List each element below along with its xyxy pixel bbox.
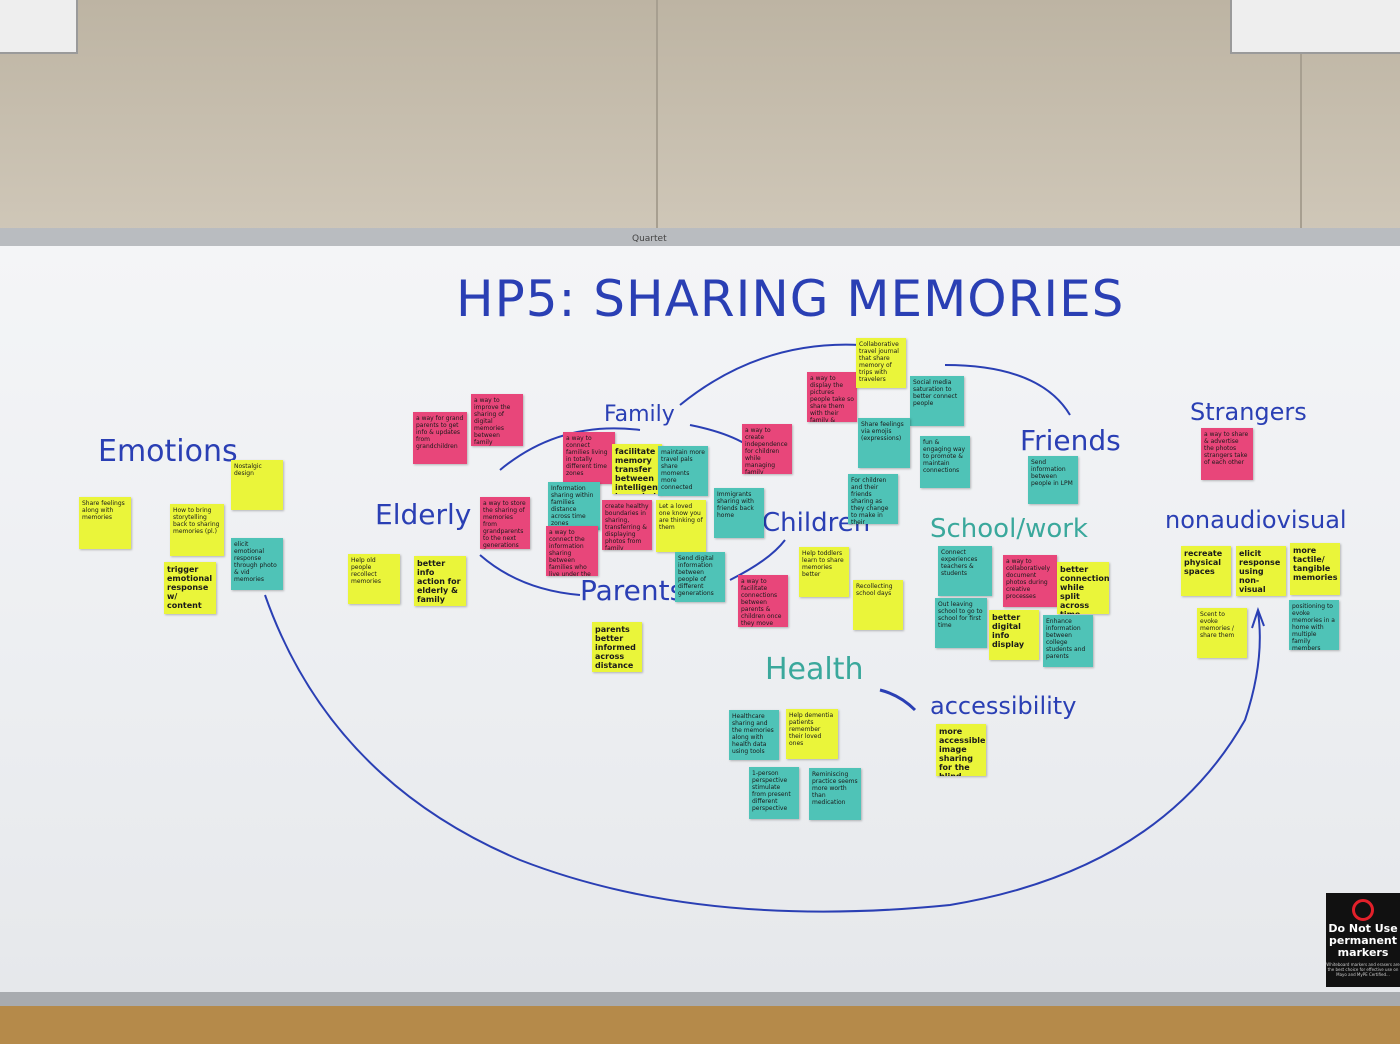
whiteboard-surface <box>0 246 1400 992</box>
sticky-note: Send information between people in LPM <box>1028 456 1078 504</box>
sticky-note: create healthy boundaries in sharing, tr… <box>602 500 652 550</box>
sticky-note: Scent to evoke memories / share them <box>1197 608 1247 658</box>
floor-strip <box>0 1006 1400 1044</box>
marker-tray <box>0 992 1400 1006</box>
sticky-note: 1-person perspective stimulate from pres… <box>749 767 799 819</box>
sign-heading: Do Not Use permanent markers <box>1328 922 1398 959</box>
sticky-note: For children and their friends sharing a… <box>848 474 898 524</box>
sticky-note: Social media saturation to better connec… <box>910 376 964 426</box>
label-accessibility: accessibility <box>930 692 1077 720</box>
sticky-note: a way to connect families living in tota… <box>563 432 615 484</box>
sticky-note: facilitate memory transfer between intel… <box>612 444 662 494</box>
sticky-note: parents better informed across distance <box>592 622 642 672</box>
sticky-note: more accessible image sharing for the bl… <box>936 724 986 776</box>
sticky-note: a way to create independence for childre… <box>742 424 792 474</box>
sign-fine-print: Whiteboard markers and erasers are the b… <box>1326 962 1400 977</box>
sticky-note: Send digital information between people … <box>675 552 725 602</box>
sticky-note: a way to connect the information sharing… <box>546 526 598 576</box>
label-parents: Parents <box>580 574 685 607</box>
sticky-note: elicit emotional response through photo … <box>231 538 283 590</box>
no-marker-icon <box>1352 899 1374 921</box>
label-family: Family <box>604 402 675 427</box>
ceiling-light-left <box>0 0 78 54</box>
sticky-note: trigger emotional response w/ content <box>164 562 216 614</box>
sticky-note: Collaborative travel journal that share … <box>856 338 906 388</box>
sticky-note: better info action for elderly & family <box>414 556 466 606</box>
sticky-note: recreate physical spaces <box>1181 546 1231 596</box>
label-friends: Friends <box>1020 424 1121 457</box>
label-strangers: Strangers <box>1190 398 1307 426</box>
sticky-note: Help old people recollect memories <box>348 554 400 604</box>
label-emotions: Emotions <box>98 434 238 469</box>
sticky-note: Enhance information between college stud… <box>1043 615 1093 667</box>
sticky-note: Healthcare sharing and the memories alon… <box>729 710 779 760</box>
brand-label: Quartet <box>632 234 667 244</box>
sticky-note: Reminiscing practice seems more worth th… <box>809 768 861 820</box>
sticky-note: elicit response using non-visual sense n… <box>1236 546 1286 596</box>
sticky-note: Connect experiences teachers & students <box>938 546 992 596</box>
wall-panel-seam <box>656 0 658 230</box>
label-health: Health <box>765 652 864 687</box>
sticky-note: Information sharing within families dist… <box>548 482 600 530</box>
sticky-note: Share feelings via emojis (expressions) <box>858 418 910 468</box>
sticky-note: Let a loved one know you are thinking of… <box>656 500 706 552</box>
sticky-note: a way to collaboratively document photos… <box>1003 555 1057 607</box>
sticky-note: Help toddlers learn to share memories be… <box>799 547 849 597</box>
wall-panel-seam <box>1300 0 1302 230</box>
sticky-note: Share feelings along with memories <box>79 497 131 549</box>
label-nonaudiovisual: nonaudiovisual <box>1165 506 1347 534</box>
sticky-note: How to bring storytelling back to sharin… <box>170 504 224 556</box>
sticky-note: a way to facilitate connections between … <box>738 575 788 627</box>
sticky-note: maintain more travel pals share moments … <box>658 446 708 496</box>
sticky-note: better connections while split across ti… <box>1057 562 1109 614</box>
sticky-note: a way to display the pictures people tak… <box>807 372 857 422</box>
board-title: HP5: SHARING MEMORIES <box>456 270 1125 328</box>
ceiling-light-right <box>1230 0 1400 54</box>
sticky-note: Recollecting school days <box>853 580 903 630</box>
sticky-note: Out leaving school to go to school for f… <box>935 598 987 648</box>
label-elderly: Elderly <box>375 498 472 531</box>
warning-sign: Do Not Use permanent markers Whiteboard … <box>1326 893 1400 987</box>
sticky-note: more tactile/ tangible memories <box>1290 543 1340 595</box>
sticky-note: fun & engaging way to promote & maintain… <box>920 436 970 488</box>
sticky-note: a way to store the sharing of memories f… <box>480 497 530 549</box>
sticky-note: better digital info display <box>989 610 1039 660</box>
sticky-note: Help dementia patients remember their lo… <box>786 709 838 759</box>
sticky-note: a way for grand parents to get info & up… <box>413 412 467 464</box>
sticky-note: a way to improve the sharing of digital … <box>471 394 523 446</box>
room-wall <box>0 0 1400 232</box>
sticky-note: a way to share & advertise the photos st… <box>1201 428 1253 480</box>
sticky-note: Immigrants sharing with friends back hom… <box>714 488 764 538</box>
sticky-note: positioning to evoke memories in a home … <box>1289 600 1339 650</box>
label-school-work: School/work <box>930 514 1088 544</box>
sticky-note: Nostalgic design <box>231 460 283 510</box>
